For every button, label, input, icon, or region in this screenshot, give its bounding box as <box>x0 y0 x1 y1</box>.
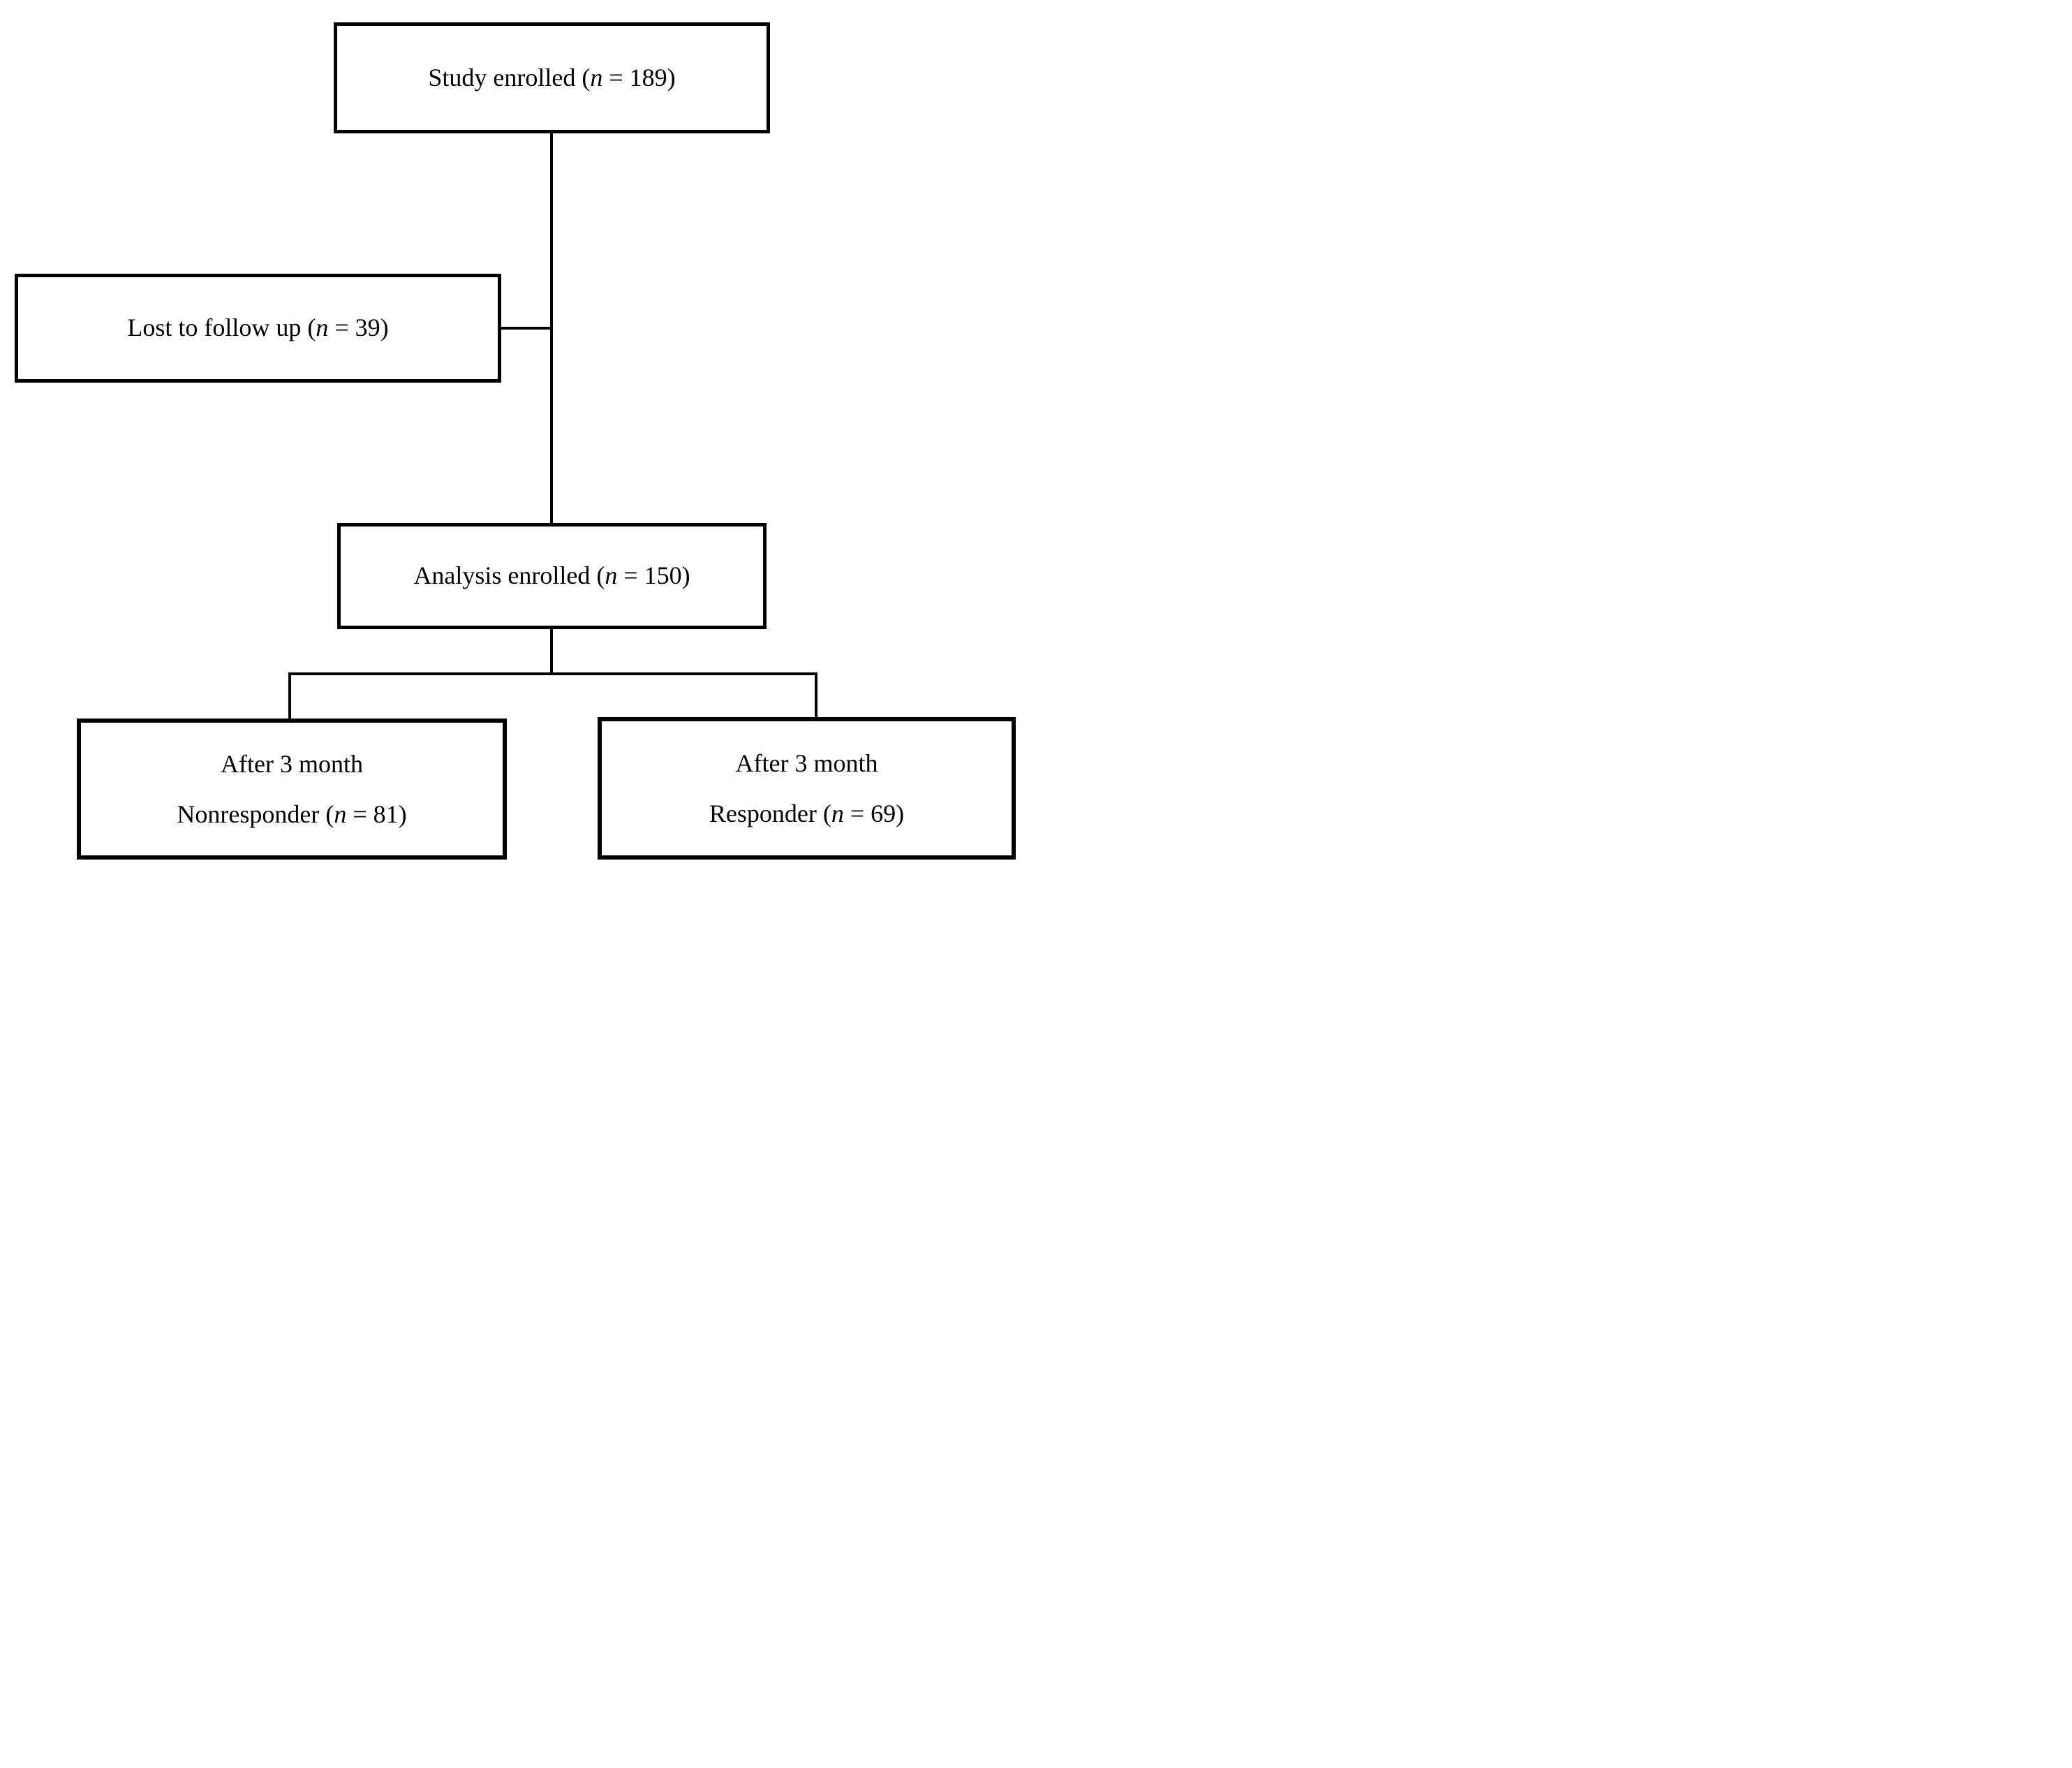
nonresponder-n-symbol: n <box>334 800 347 828</box>
lost-n-symbol: n <box>316 314 329 342</box>
study-n-symbol: n <box>590 63 603 91</box>
connector-analysis-stem <box>550 629 553 675</box>
responder-text-before: Responder ( <box>709 800 831 827</box>
nonresponder-text-after: = 81) <box>346 800 407 828</box>
box-lost-to-follow-up: Lost to follow up (n = 39) <box>15 274 501 383</box>
nonresponder-line2: Nonresponder (n = 81) <box>177 789 406 839</box>
analysis-text-after: = 150) <box>617 561 690 590</box>
lost-text-before: Lost to follow up ( <box>127 314 316 342</box>
responder-line2: Responder (n = 69) <box>709 788 904 839</box>
responder-n-symbol: n <box>831 800 844 827</box>
connector-study-to-analysis <box>550 133 553 523</box>
responder-line1: After 3 month <box>735 749 878 777</box>
enrollment-flow-diagram: Study enrolled (n = 189) Lost to follow … <box>0 0 1036 884</box>
box-nonresponder: After 3 month Nonresponder (n = 81) <box>77 719 507 860</box>
study-text-after: = 189) <box>602 63 676 91</box>
box-lost-label: Lost to follow up (n = 39) <box>127 313 388 343</box>
box-analysis-label: Analysis enrolled (n = 150) <box>413 561 690 591</box>
lost-text-after: = 39) <box>328 314 389 342</box>
study-text-before: Study enrolled ( <box>428 63 591 91</box>
connector-drop-nonresponder <box>288 672 291 720</box>
analysis-text-before: Analysis enrolled ( <box>413 561 605 590</box>
nonresponder-text-before: Nonresponder ( <box>177 800 334 828</box>
nonresponder-line1: After 3 month <box>221 750 363 778</box>
box-responder: After 3 month Responder (n = 69) <box>598 717 1016 860</box>
analysis-n-symbol: n <box>605 561 618 590</box>
connector-lost-to-main-line <box>500 327 552 330</box>
box-study-enrolled: Study enrolled (n = 189) <box>334 22 770 133</box>
box-study-enrolled-label: Study enrolled (n = 189) <box>428 63 675 93</box>
responder-text-after: = 69) <box>843 800 905 827</box>
connector-branch-horizontal <box>288 672 817 675</box>
box-analysis-enrolled: Analysis enrolled (n = 150) <box>337 523 767 629</box>
connector-drop-responder <box>815 672 817 719</box>
